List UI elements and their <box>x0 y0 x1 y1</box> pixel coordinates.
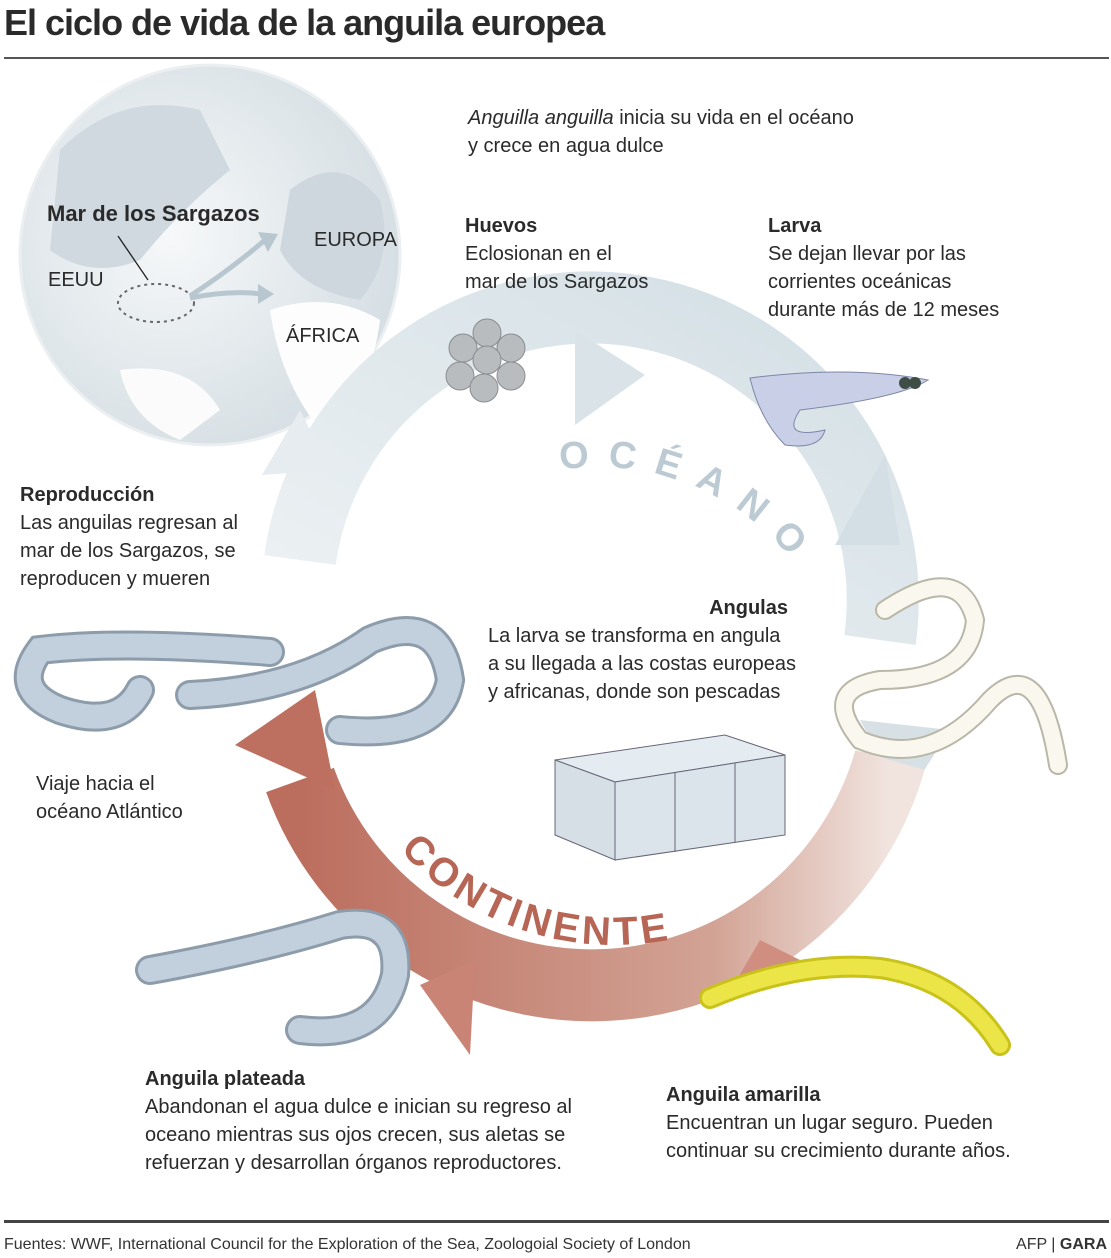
glass-eel-boxes <box>554 734 786 861</box>
continent-arrowhead <box>420 960 475 1055</box>
silver-eels-reproduction <box>13 616 466 747</box>
south-america-land <box>120 368 220 440</box>
stage-text: mar de los Sargazos, se <box>20 540 236 562</box>
stage-reproduction: Reproducción Las anguilas regresan al ma… <box>20 481 238 593</box>
stage-silver-eel: Anguila plateada Abandonan el agua dulce… <box>145 1065 572 1177</box>
stage-text: y africanas, donde son pescadas <box>488 681 781 703</box>
arrow-to-africa <box>189 290 263 301</box>
stage-yellow-eel: Anguila amarilla Encuentran un lugar seg… <box>666 1081 1011 1165</box>
stage-text: refuerzan y desarrollan órganos reproduc… <box>145 1152 562 1174</box>
intro-line1: inicia su vida en el océano <box>613 107 854 129</box>
europe-land <box>280 172 385 300</box>
stage-text: durante más de 12 meses <box>768 299 1000 321</box>
stage-text: Eclosionan en el <box>465 243 612 265</box>
sargasso-area <box>117 283 195 323</box>
north-america-land <box>50 105 230 268</box>
svg-text:OCÉANO: OCÉANO <box>558 433 827 576</box>
stage-text: mar de los Sargazos <box>465 271 649 293</box>
sargasso-label: Mar de los Sargazos <box>47 201 260 226</box>
arrow-to-europe <box>188 238 267 299</box>
intro-line2: y crece en agua dulce <box>468 135 664 157</box>
page-title: El ciclo de vida de la anguila europea <box>4 2 605 43</box>
sources: Fuentes: WWF, International Council for … <box>4 1236 691 1253</box>
stage-title: Reproducción <box>20 484 155 506</box>
stage-text: océano Atlántico <box>36 801 183 823</box>
stage-text: Abandonan el agua dulce e inician su reg… <box>145 1096 572 1118</box>
stage-title: Huevos <box>465 215 538 237</box>
ocean-label: OCÉANO <box>558 433 809 576</box>
stage-title: Anguila plateada <box>145 1068 306 1090</box>
globe-map <box>18 63 402 447</box>
stage-larva: Larva Se dejan llevar por las corrientes… <box>768 212 999 324</box>
stage-text: Las anguilas regresan al <box>20 512 238 534</box>
species-name: Anguilla anguilla <box>468 107 614 129</box>
silver-eel-illustration <box>135 908 411 1047</box>
credit-agency: AFP | <box>1016 1236 1060 1253</box>
stage-glass-eels: Angulas La larva se transforma en angula… <box>488 594 796 706</box>
stage-journey: Viaje hacia el océano Atlántico <box>36 770 183 826</box>
intro-text: Anguilla anguilla inicia su vida en el o… <box>468 104 854 160</box>
africa-label: ÁFRICA <box>286 325 360 347</box>
stage-text: a su llegada a las costas europeas <box>488 653 796 675</box>
stage-text: Se dejan llevar por las <box>768 243 966 265</box>
larva-illustration <box>749 371 930 447</box>
stage-text: Viaje hacia el <box>36 773 155 795</box>
leader-line <box>117 235 149 281</box>
stage-text: Encuentran un lugar seguro. Pueden <box>666 1112 993 1134</box>
credit: AFP | GARA <box>1016 1236 1107 1254</box>
eggs-illustration <box>445 318 526 403</box>
stage-text: corrientes oceánicas <box>768 271 952 293</box>
stage-eggs: Huevos Eclosionan en el mar de los Sarga… <box>465 212 648 296</box>
credit-paper: GARA <box>1059 1236 1107 1253</box>
stage-text: oceano mientras sus ojos crecen, sus ale… <box>145 1124 566 1146</box>
usa-label: EEUU <box>48 269 104 291</box>
footer-divider <box>4 1220 1109 1223</box>
ocean-arrowhead <box>575 330 645 425</box>
stage-title: Larva <box>768 215 822 237</box>
title-divider <box>4 57 1109 59</box>
stage-text: La larva se transforma en angula <box>488 625 781 647</box>
stage-text: continuar su crecimiento durante años. <box>666 1140 1011 1162</box>
stage-text: reproducen y mueren <box>20 568 211 590</box>
stage-title: Angulas <box>709 597 788 619</box>
continent-band <box>266 750 925 1022</box>
stage-title: Anguila amarilla <box>666 1084 821 1106</box>
europe-label: EUROPA <box>314 229 397 251</box>
